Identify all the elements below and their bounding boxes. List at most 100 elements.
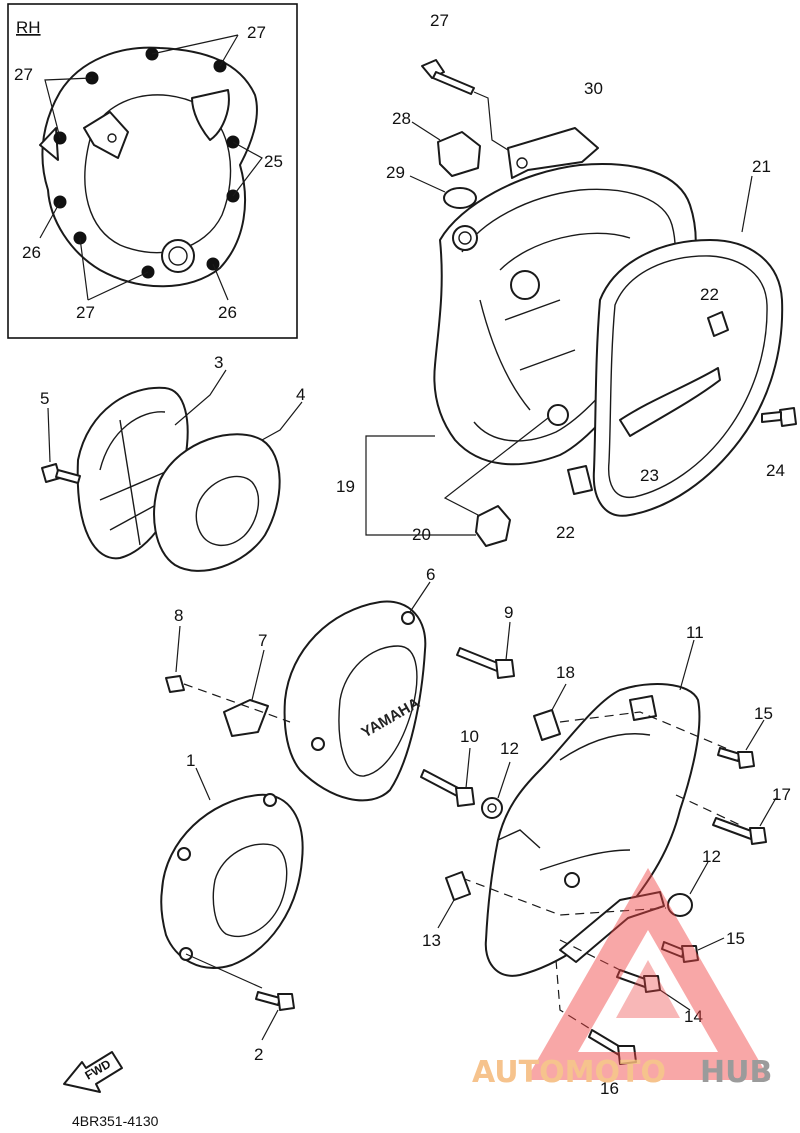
callout-25: 25 xyxy=(264,152,283,171)
crankcase-cover-lh-boss xyxy=(629,695,657,721)
bolt-16 xyxy=(588,1029,637,1065)
callout-2: 2 xyxy=(254,1045,263,1064)
callout-5: 5 xyxy=(40,389,49,408)
bolt-24 xyxy=(761,407,797,427)
bolt-10 xyxy=(420,769,475,807)
callout-7: 7 xyxy=(258,631,267,650)
callout-29: 29 xyxy=(386,163,405,182)
gasket xyxy=(592,239,784,517)
leader-19 xyxy=(365,435,476,536)
bolt-8 xyxy=(165,675,185,693)
guide-plate xyxy=(619,367,721,437)
leader-2b xyxy=(261,1009,279,1041)
leader-17 xyxy=(759,797,777,827)
washer xyxy=(667,893,693,917)
callout-20: 20 xyxy=(412,525,431,544)
leader-27 xyxy=(473,91,509,151)
inset-boss-hole xyxy=(168,246,188,266)
alignment-line xyxy=(461,877,667,916)
callout-27: 27 xyxy=(76,303,95,322)
callout-19: 19 xyxy=(336,477,355,496)
oil-seal xyxy=(475,505,511,547)
callout-3: 3 xyxy=(214,353,223,372)
leader-10 xyxy=(465,747,471,789)
leader-14 xyxy=(659,989,691,1011)
callout-10: 10 xyxy=(460,727,479,746)
callout-17: 17 xyxy=(772,785,791,804)
callout-16: 16 xyxy=(600,1079,619,1098)
dowel-pin xyxy=(567,465,593,495)
callout-15: 15 xyxy=(726,929,745,948)
alignment-line xyxy=(555,959,593,1031)
damper xyxy=(223,699,269,737)
pulser-cover-ribs xyxy=(99,411,171,546)
inset-cover-outline xyxy=(41,46,258,288)
callout-12: 12 xyxy=(500,739,519,758)
dowel-pin xyxy=(707,311,729,337)
callout-26: 26 xyxy=(218,303,237,322)
bolt-15 xyxy=(661,941,699,963)
watermark: AUTOMOTO HUB xyxy=(472,868,772,1090)
callout-13: 13 xyxy=(422,931,441,950)
washer xyxy=(481,797,503,819)
callout-18: 18 xyxy=(556,663,575,682)
callout-27: 27 xyxy=(247,23,266,42)
leader-29 xyxy=(409,175,446,193)
oil-filler-hole-inner xyxy=(458,231,472,245)
inset-tab xyxy=(83,111,129,159)
callout-21: 21 xyxy=(752,157,771,176)
callout-30: 30 xyxy=(584,79,603,98)
inset-frame xyxy=(7,3,298,339)
callout-27: 27 xyxy=(430,11,449,30)
callout-4: 4 xyxy=(296,385,305,404)
inset-boss xyxy=(161,239,195,273)
watermark-text-primary: AUTOMOTO xyxy=(472,1055,666,1090)
callout-9: 9 xyxy=(504,603,513,622)
leader-2 xyxy=(185,953,263,989)
bolt-15 xyxy=(717,747,755,769)
gasket-inner xyxy=(607,255,768,498)
inset-inner-ring xyxy=(84,94,232,254)
o-ring xyxy=(443,187,477,209)
crankcase-cover-rib xyxy=(479,232,631,411)
alignment-line xyxy=(183,683,291,723)
callout-14: 14 xyxy=(684,1007,703,1026)
callout-8: 8 xyxy=(174,606,183,625)
leader-8 xyxy=(175,625,181,673)
leader-15b xyxy=(697,937,725,951)
leader-12 xyxy=(497,761,511,799)
diagram-code: 4BR351-4130 xyxy=(72,1113,159,1129)
leader-7 xyxy=(251,649,265,701)
inset-window xyxy=(191,89,230,141)
callout-23: 23 xyxy=(640,466,659,485)
alignment-line xyxy=(675,794,741,826)
callout-6: 6 xyxy=(426,565,435,584)
bolt-2 xyxy=(255,991,295,1011)
alignment-line xyxy=(559,711,731,751)
starter-cover-rim xyxy=(338,645,418,777)
inset-leaders xyxy=(39,34,263,301)
callout-27: 27 xyxy=(14,65,33,84)
starter-cover-boss xyxy=(401,611,415,625)
inset-ear xyxy=(39,127,59,161)
callouts: 27 30 28 29 21 22 3 5 4 24 23 19 20 22 6… xyxy=(40,11,791,1098)
dowel-13 xyxy=(445,871,471,901)
fwd-arrow: FWD xyxy=(63,1051,123,1093)
washer-hole xyxy=(487,803,497,813)
callout-1: 1 xyxy=(186,751,195,770)
leader-21 xyxy=(741,175,753,233)
bolt-17 xyxy=(712,817,767,845)
bolt-5 xyxy=(41,463,81,484)
bracket-hole xyxy=(516,157,528,169)
generator-cover-boss xyxy=(177,847,191,861)
leader-6 xyxy=(409,581,431,613)
leader-1 xyxy=(195,767,211,801)
oil-filler-cap xyxy=(437,131,481,177)
callout-11: 11 xyxy=(686,623,704,642)
callout-15: 15 xyxy=(754,704,773,723)
fwd-arrow-shape xyxy=(63,1051,123,1093)
leader-15 xyxy=(745,719,765,751)
callout-24: 24 xyxy=(766,461,785,480)
inset-tab-hole xyxy=(107,133,117,143)
oil-filler-hole xyxy=(452,225,478,251)
